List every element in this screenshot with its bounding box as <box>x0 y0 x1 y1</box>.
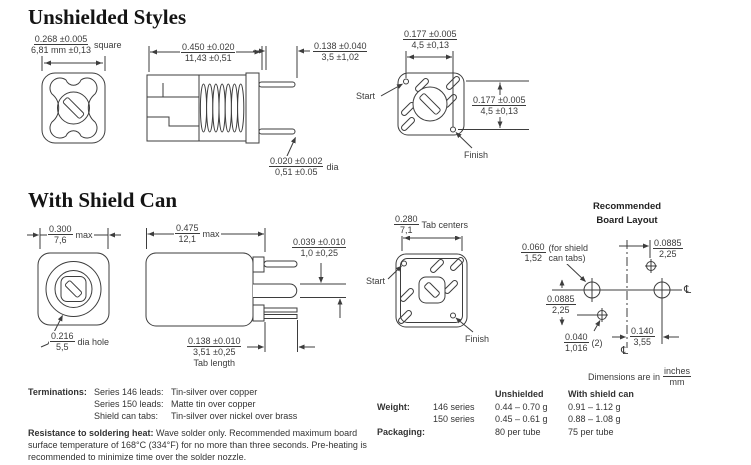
start-label-unshielded: Start <box>355 91 377 101</box>
centerline-symbol-bottom: ℄ <box>621 344 629 357</box>
soldering-text: Wave solder only. Recommended maximum bo… <box>28 428 367 462</box>
shield-front-view <box>27 228 121 348</box>
col-header-shield: With shield can <box>568 389 634 399</box>
terminations-block: Terminations: Series 146 leads: Tin-silv… <box>28 386 297 422</box>
weight-cell: 0.44 – 0.70 g <box>495 401 548 412</box>
weight-cell: 0.91 – 1.12 g <box>568 401 621 412</box>
col-header-unshielded: Unshielded <box>495 389 544 399</box>
board-layout-title-line2: Board Layout <box>596 214 658 226</box>
soldering-note: Resistance to soldering heat: Wave solde… <box>28 427 368 463</box>
unshielded-bottom-view <box>380 48 529 149</box>
spec-table: Unshielded With shield can Weight: 146 s… <box>377 388 638 438</box>
board-layout-drawing <box>552 240 682 348</box>
board-layout-title: Recommended Board Layout <box>580 200 674 228</box>
unshielded-front-view <box>41 56 106 144</box>
weight-label: Weight: <box>377 401 410 412</box>
termination-row: Shield can tabs: Tin-silver over nickel … <box>94 411 298 421</box>
termination-row: Terminations: Series 146 leads: Tin-silv… <box>28 387 258 397</box>
shield-side-view <box>145 228 346 352</box>
weight-cell: 0.88 – 1.08 g <box>568 414 621 424</box>
shield-bottom-view <box>387 232 474 333</box>
series-cell: 146 series <box>433 401 475 412</box>
units-note-text: Dimensions are in <box>588 371 661 382</box>
packaging-cell: 75 per tube <box>568 426 614 437</box>
packaging-cell: 80 per tube <box>495 426 541 437</box>
board-layout-title-line1: Recommended <box>592 201 662 212</box>
terminations-label: Terminations: <box>28 387 87 397</box>
termination-row: Series 150 leads: Matte tin over copper <box>94 399 256 409</box>
unshielded-side-view <box>146 46 310 157</box>
section-title-shield: With Shield Can <box>28 188 177 212</box>
finish-label-unshielded: Finish <box>463 150 490 160</box>
weight-cell: 0.45 – 0.61 g <box>495 414 548 424</box>
series-cell: 150 series <box>433 414 475 424</box>
section-title-unshielded: Unshielded Styles <box>28 5 187 29</box>
finish-label-shield: Finish <box>464 334 491 344</box>
packaging-label: Packaging: <box>377 426 426 437</box>
soldering-label: Resistance to soldering heat: <box>28 428 154 438</box>
start-label-shield: Start <box>365 276 387 286</box>
centerline-symbol-right: ℄ <box>684 283 692 296</box>
